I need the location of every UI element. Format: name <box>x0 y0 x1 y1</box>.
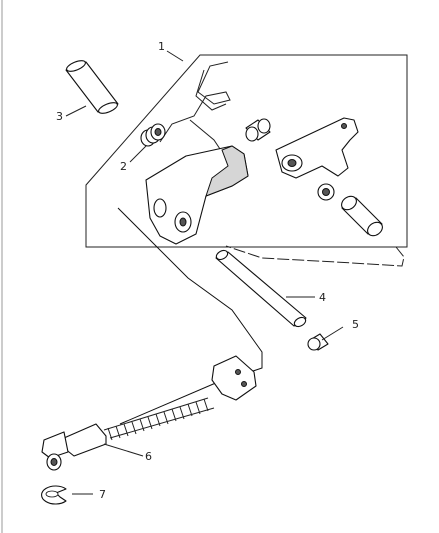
leader-lines <box>65 50 344 495</box>
washer <box>317 183 335 201</box>
cable-spring-coil <box>103 397 215 441</box>
pin-part-3 <box>65 60 119 114</box>
callout-2: 2 <box>120 160 127 173</box>
long-pin-part-4 <box>215 249 307 328</box>
callout-4: 4 <box>319 291 326 304</box>
callout-5: 5 <box>352 318 359 331</box>
release-lever <box>275 117 359 179</box>
callout-7: 7 <box>99 488 106 501</box>
small-bushing-part-5 <box>307 333 329 351</box>
coil-spring-part-2 <box>140 123 166 147</box>
callout-6: 6 <box>145 450 152 463</box>
callout-3: 3 <box>56 110 63 123</box>
sleeve <box>341 195 383 237</box>
detail-box <box>85 54 408 248</box>
cable-part-6 <box>41 207 405 471</box>
callout-1: 1 <box>158 40 165 53</box>
bushing <box>245 118 271 142</box>
mounting-bracket <box>145 145 249 245</box>
wire-spring-part-1 <box>159 61 231 153</box>
e-clip-part-7 <box>41 485 67 505</box>
